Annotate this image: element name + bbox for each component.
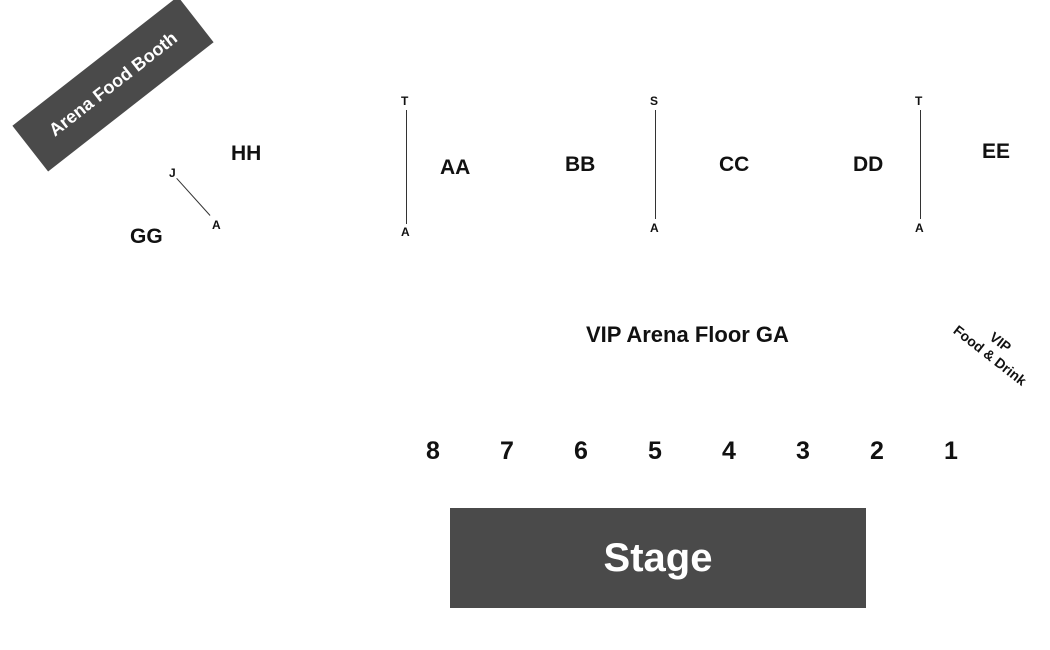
pit-3[interactable]: 3 xyxy=(796,437,810,465)
gg-row-bottom-marker: A xyxy=(212,218,221,232)
section-aa[interactable]: AA xyxy=(440,156,471,179)
section-gg[interactable]: GG xyxy=(130,225,163,248)
bb-row-top-marker: S xyxy=(650,94,659,108)
aa-row-line xyxy=(406,110,407,224)
section-hh[interactable]: HH xyxy=(231,142,262,165)
section-dd[interactable]: DD xyxy=(853,153,884,176)
dd-row-line xyxy=(920,110,921,219)
pit-6[interactable]: 6 xyxy=(574,437,588,465)
aa-row-bottom-marker: A xyxy=(401,225,410,239)
dd-row-top-marker: T xyxy=(915,94,923,108)
bb-row-line xyxy=(655,110,656,219)
pit-7[interactable]: 7 xyxy=(500,437,514,465)
pit-1[interactable]: 1 xyxy=(944,437,958,465)
section-cc[interactable]: CC xyxy=(719,153,750,176)
aa-row-top-marker: T xyxy=(401,94,409,108)
gg-row-line xyxy=(176,178,211,216)
gg-row-top-marker: J xyxy=(169,166,176,180)
vip-food-drink[interactable]: VIP Food & Drink xyxy=(941,302,1049,397)
arena-food-booth[interactable]: Arena Food Booth xyxy=(12,0,214,172)
section-ee[interactable]: EE xyxy=(982,140,1011,163)
pit-5[interactable]: 5 xyxy=(648,437,662,465)
bb-row-bottom-marker: A xyxy=(650,221,659,235)
section-bb[interactable]: BB xyxy=(565,153,596,176)
pit-8[interactable]: 8 xyxy=(426,437,440,465)
pit-4[interactable]: 4 xyxy=(722,437,736,465)
pit-2[interactable]: 2 xyxy=(870,437,884,465)
vip-arena-floor-ga[interactable]: VIP Arena Floor GA xyxy=(586,322,789,347)
dd-row-bottom-marker: A xyxy=(915,221,924,235)
stage: Stage xyxy=(450,508,866,608)
